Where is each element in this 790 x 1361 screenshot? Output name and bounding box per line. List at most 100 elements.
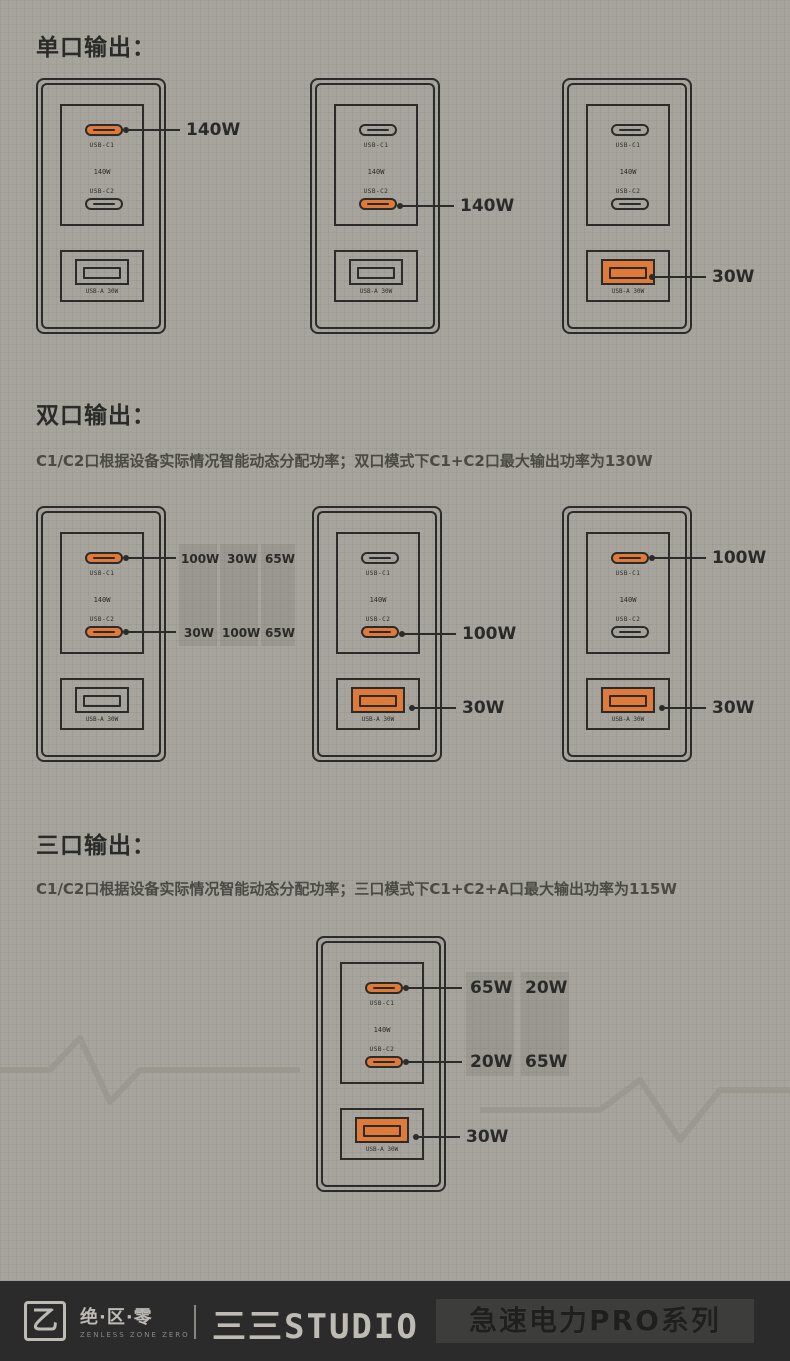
- charger-dual-c1-c2: USB-C1 140W USB-C2 USB-A 30W: [36, 506, 166, 762]
- leader-line: [649, 274, 706, 280]
- a-port-panel: USB-A 30W: [340, 1108, 424, 1160]
- usb-c1-port: [359, 124, 397, 136]
- usb-c2-label: USB-C2: [615, 616, 641, 623]
- usb-a-label: USB-A 30W: [611, 288, 645, 295]
- usb-c2-label: USB-C2: [89, 616, 115, 623]
- a-port-panel: USB-A 30W: [586, 250, 670, 302]
- usb-a-port: [75, 687, 129, 713]
- single-output-heading: 单口输出：: [36, 35, 156, 61]
- studio-logo: 三三STUDIO: [212, 1307, 419, 1347]
- power-label: 140W: [373, 1026, 391, 1034]
- usb-c1-label: USB-C1: [365, 570, 391, 577]
- triple-c2-watt: 20W: [470, 1052, 513, 1072]
- single-c2-watt: 140W: [460, 196, 515, 216]
- usb-a-port: [75, 259, 129, 285]
- leader-line: [397, 203, 454, 209]
- single-a-watt: 30W: [712, 267, 755, 287]
- a-port-panel: USB-A 30W: [586, 678, 670, 730]
- usb-c1-label: USB-C1: [615, 570, 641, 577]
- power-label: 140W: [93, 168, 111, 176]
- triple-a-watt: 30W: [466, 1127, 509, 1147]
- usb-a-port: [349, 259, 403, 285]
- combo-c1-watt: 100W: [181, 552, 220, 566]
- combo-c1-watt: 30W: [227, 552, 257, 566]
- usb-c1-port: [361, 552, 399, 564]
- usb-c1-port: [85, 124, 123, 136]
- usb-a-label: USB-A 30W: [365, 1146, 399, 1153]
- usb-c1-label: USB-C1: [363, 142, 389, 149]
- a-port-panel: USB-A 30W: [60, 678, 144, 730]
- usb-c1-label: USB-C1: [89, 570, 115, 577]
- usb-c2-port: [359, 198, 397, 210]
- usb-c1-port: [611, 124, 649, 136]
- usb-c1-label: USB-C1: [615, 142, 641, 149]
- a-port-panel: USB-A 30W: [336, 678, 420, 730]
- usb-a-label: USB-A 30W: [361, 716, 395, 723]
- usb-c1-label: USB-C1: [89, 142, 115, 149]
- combo-c2-watt: 100W: [222, 626, 261, 640]
- triple-c1-watt: 65W: [470, 978, 513, 998]
- dual-output-heading: 双口输出：: [36, 403, 156, 429]
- combo-column: [261, 544, 295, 646]
- power-label: 140W: [93, 596, 111, 604]
- dual-c-c1-watt: 100W: [712, 548, 767, 568]
- c-port-panel: USB-C1 140W USB-C2: [586, 532, 670, 654]
- leader-line: [409, 705, 456, 711]
- leader-line: [123, 555, 176, 561]
- usb-a-label: USB-A 30W: [85, 288, 119, 295]
- usb-a-port: [601, 687, 655, 713]
- dual-b-a-watt: 30W: [462, 698, 505, 718]
- usb-c2-port: [611, 626, 649, 638]
- triple-c1-watt: 20W: [525, 978, 568, 998]
- c-port-panel: USB-C1 140W USB-C2: [586, 104, 670, 226]
- usb-c2-label: USB-C2: [363, 188, 389, 195]
- power-label: 140W: [369, 596, 387, 604]
- charger-single-c1: USB-C1 140W USB-C2 USB-A 30W: [36, 78, 166, 334]
- leader-line: [413, 1134, 460, 1140]
- usb-c1-label: USB-C1: [369, 1000, 395, 1007]
- charger-dual-c1-a: USB-C1 140W USB-C2 USB-A 30W: [562, 506, 692, 762]
- triple-output-heading: 三口输出：: [36, 833, 156, 859]
- leader-line: [403, 985, 462, 991]
- combo-column: [466, 972, 514, 1076]
- decorative-waveform: [0, 1035, 790, 1143]
- single-c1-watt: 140W: [186, 120, 241, 140]
- leader-line: [403, 1059, 462, 1065]
- dual-b-c2-watt: 100W: [462, 624, 517, 644]
- leader-line: [123, 629, 176, 635]
- usb-c2-port: [365, 1056, 403, 1068]
- usb-a-label: USB-A 30W: [611, 716, 645, 723]
- usb-a-port: [601, 259, 655, 285]
- power-label: 140W: [367, 168, 385, 176]
- c-port-panel: USB-C1 140W USB-C2: [60, 532, 144, 654]
- combo-column: [220, 544, 258, 646]
- usb-c2-label: USB-C2: [365, 616, 391, 623]
- c-port-panel: USB-C1 140W USB-C2: [334, 104, 418, 226]
- usb-c2-label: USB-C2: [615, 188, 641, 195]
- usb-a-label: USB-A 30W: [359, 288, 393, 295]
- footer-bar: 乙 绝·区·零 ZENLESS ZONE ZERO 三三STUDIO 急速电力P…: [0, 1281, 790, 1361]
- usb-a-label: USB-A 30W: [85, 716, 119, 723]
- usb-c2-port: [361, 626, 399, 638]
- usb-c1-port: [85, 552, 123, 564]
- usb-c2-port: [611, 198, 649, 210]
- triple-output-description: C1/C2口根据设备实际情况智能动态分配功率；三口模式下C1+C2+A口最大输出…: [36, 880, 677, 898]
- a-port-panel: USB-A 30W: [334, 250, 418, 302]
- series-banner: 急速电力PRO系列: [436, 1299, 754, 1343]
- combo-column: [179, 544, 217, 646]
- leader-line: [399, 631, 456, 637]
- brand-subtext: ZENLESS ZONE ZERO: [80, 1331, 190, 1339]
- usb-c1-port: [611, 552, 649, 564]
- combo-c2-watt: 65W: [265, 626, 295, 640]
- charger-triple: USB-C1 140W USB-C2 USB-A 30W: [316, 936, 446, 1192]
- charger-single-c2: USB-C1 140W USB-C2 USB-A 30W: [310, 78, 440, 334]
- dual-output-description: C1/C2口根据设备实际情况智能动态分配功率；双口模式下C1+C2口最大输出功率…: [36, 452, 653, 470]
- usb-a-port: [355, 1117, 409, 1143]
- dual-c-a-watt: 30W: [712, 698, 755, 718]
- power-label: 140W: [619, 168, 637, 176]
- brand-text: 绝·区·零: [80, 1307, 153, 1328]
- combo-c2-watt: 30W: [184, 626, 214, 640]
- power-label: 140W: [619, 596, 637, 604]
- usb-c2-port: [85, 198, 123, 210]
- usb-a-port: [351, 687, 405, 713]
